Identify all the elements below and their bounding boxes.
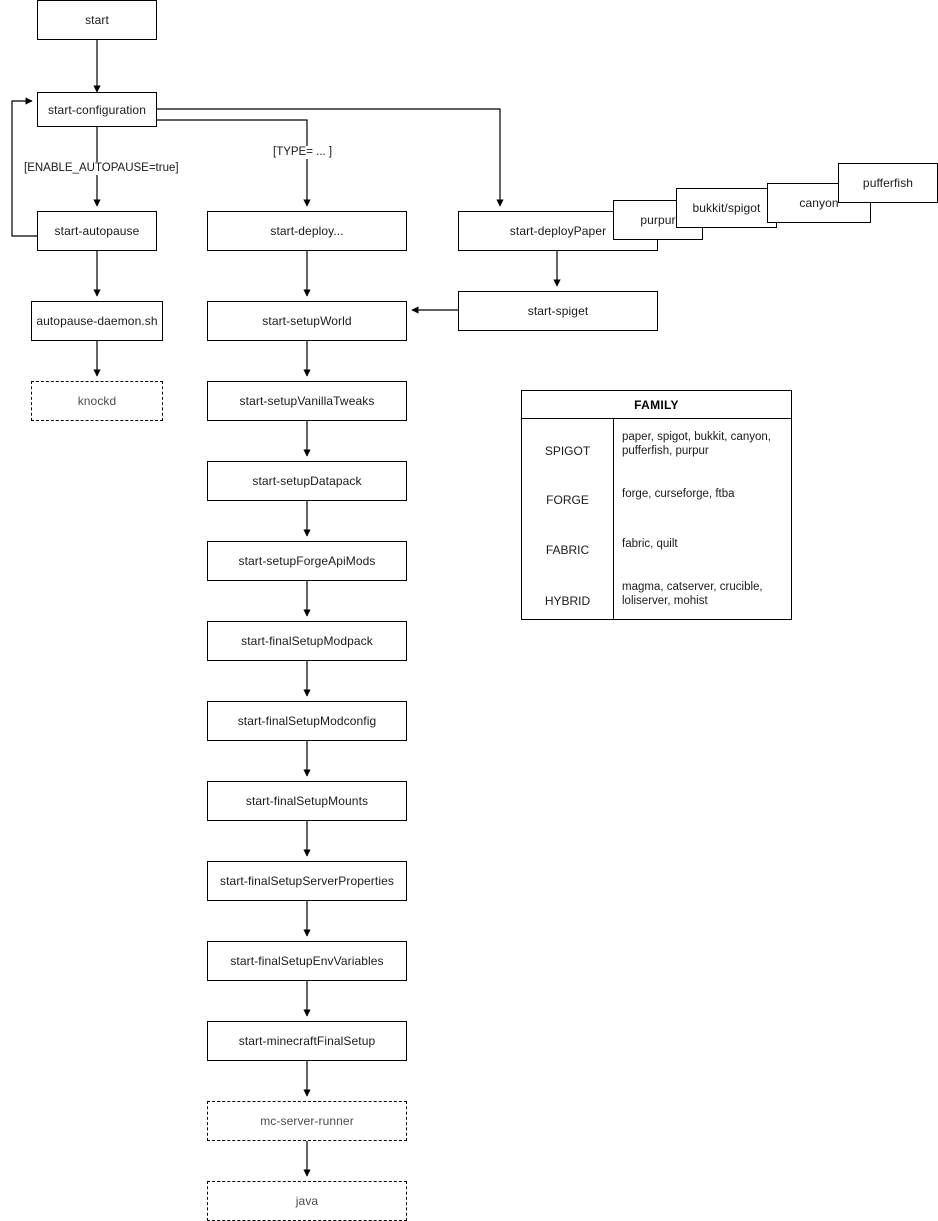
family-legend-row-fabric: FABRIC fabric, quilt [522,519,791,569]
node-start-finalsetupmodconfig-label: start-finalSetupModconfig [237,714,377,728]
node-start-finalsetupserverproperties-label: start-finalSetupServerProperties [220,874,394,888]
node-start-minecraftfinalsetup-label: start-minecraftFinalSetup [238,1034,376,1048]
edge-label-type: [TYPE= ... ] [271,146,335,159]
node-start-finalsetupmodconfig[interactable]: start-finalSetupModconfig [207,701,407,741]
node-purpur-label: purpur [640,213,676,227]
family-legend-key-spigot: SPIGOT [544,444,591,458]
node-start-setupdatapack-label: start-setupDatapack [252,474,362,488]
node-start-configuration[interactable]: start-configuration [37,92,157,127]
family-legend-row-forge: FORGE forge, curseforge, ftba [522,469,791,519]
family-legend-value-forge: forge, curseforge, ftba [622,488,735,500]
node-autopause-daemon-label: autopause-daemon.sh [36,314,158,328]
node-start-minecraftfinalsetup[interactable]: start-minecraftFinalSetup [207,1021,407,1061]
node-start-setupvanillatweaks[interactable]: start-setupVanillaTweaks [207,381,407,421]
family-legend-column-divider [613,419,614,619]
node-mc-server-runner[interactable]: mc-server-runner [207,1101,407,1141]
node-bukkit-spigot-label: bukkit/spigot [692,201,761,215]
family-legend-header: FAMILY [522,391,791,419]
family-legend-value-hybrid: magma, catserver, crucible, loliserver, … [622,581,763,607]
node-canyon[interactable]: canyon [767,183,871,223]
node-start-finalsetupmounts-label: start-finalSetupMounts [245,794,369,808]
node-java-label: java [295,1194,319,1208]
node-pufferfish-label: pufferfish [862,176,914,190]
node-start[interactable]: start [37,0,157,40]
node-autopause-daemon[interactable]: autopause-daemon.sh [31,301,163,341]
node-start-finalsetupmodpack-label: start-finalSetupModpack [241,634,373,648]
node-pufferfish[interactable]: pufferfish [838,163,938,203]
node-start-deploypaper-label: start-deployPaper [509,224,607,238]
node-start-label: start [85,13,109,27]
node-start-setupworld[interactable]: start-setupWorld [207,301,407,341]
node-start-finalsetupmodpack[interactable]: start-finalSetupModpack [207,621,407,661]
node-canyon-label: canyon [799,196,839,210]
family-legend-value-fabric: fabric, quilt [622,538,678,550]
node-start-deploy-label: start-deploy... [270,224,344,238]
node-start-spiget[interactable]: start-spiget [458,291,658,331]
family-legend-row-spigot: SPIGOT paper, spigot, bukkit, canyon, pu… [522,419,791,469]
node-java[interactable]: java [207,1181,407,1221]
node-start-deploy[interactable]: start-deploy... [207,211,407,251]
family-legend-table: FAMILY SPIGOT paper, spigot, bukkit, can… [521,390,792,620]
node-start-finalsetupenvvariables-label: start-finalSetupEnvVariables [230,954,384,968]
node-start-spiget-label: start-spiget [527,304,589,318]
node-bukkit-spigot[interactable]: bukkit/spigot [676,188,777,228]
node-start-finalsetupenvvariables[interactable]: start-finalSetupEnvVariables [207,941,407,981]
family-legend-key-hybrid: HYBRID [544,594,591,608]
node-start-setupdatapack[interactable]: start-setupDatapack [207,461,407,501]
family-legend-value-spigot: paper, spigot, bukkit, canyon, pufferfis… [622,431,771,457]
node-start-setupforgeapimods-label: start-setupForgeApiMods [238,554,376,568]
node-start-finalsetupmounts[interactable]: start-finalSetupMounts [207,781,407,821]
node-start-autopause-label: start-autopause [54,224,140,238]
node-start-configuration-label: start-configuration [48,102,146,117]
family-legend-key-forge: FORGE [546,493,589,507]
node-knockd[interactable]: knockd [31,381,163,421]
family-legend-body: SPIGOT paper, spigot, bukkit, canyon, pu… [522,419,791,619]
node-start-autopause[interactable]: start-autopause [37,211,157,251]
node-mc-server-runner-label: mc-server-runner [260,1114,354,1128]
node-start-setupforgeapimods[interactable]: start-setupForgeApiMods [207,541,407,581]
family-legend-key-fabric: FABRIC [545,543,590,557]
node-knockd-label: knockd [77,394,117,408]
family-legend-row-hybrid: HYBRID magma, catserver, crucible, lolis… [522,569,791,619]
node-start-setupworld-label: start-setupWorld [262,314,352,328]
node-start-setupvanillatweaks-label: start-setupVanillaTweaks [239,394,375,408]
node-start-finalsetupserverproperties[interactable]: start-finalSetupServerProperties [207,861,407,901]
edge-label-enable-autopause: [ENABLE_AUTOPAUSE=true] [22,162,181,175]
